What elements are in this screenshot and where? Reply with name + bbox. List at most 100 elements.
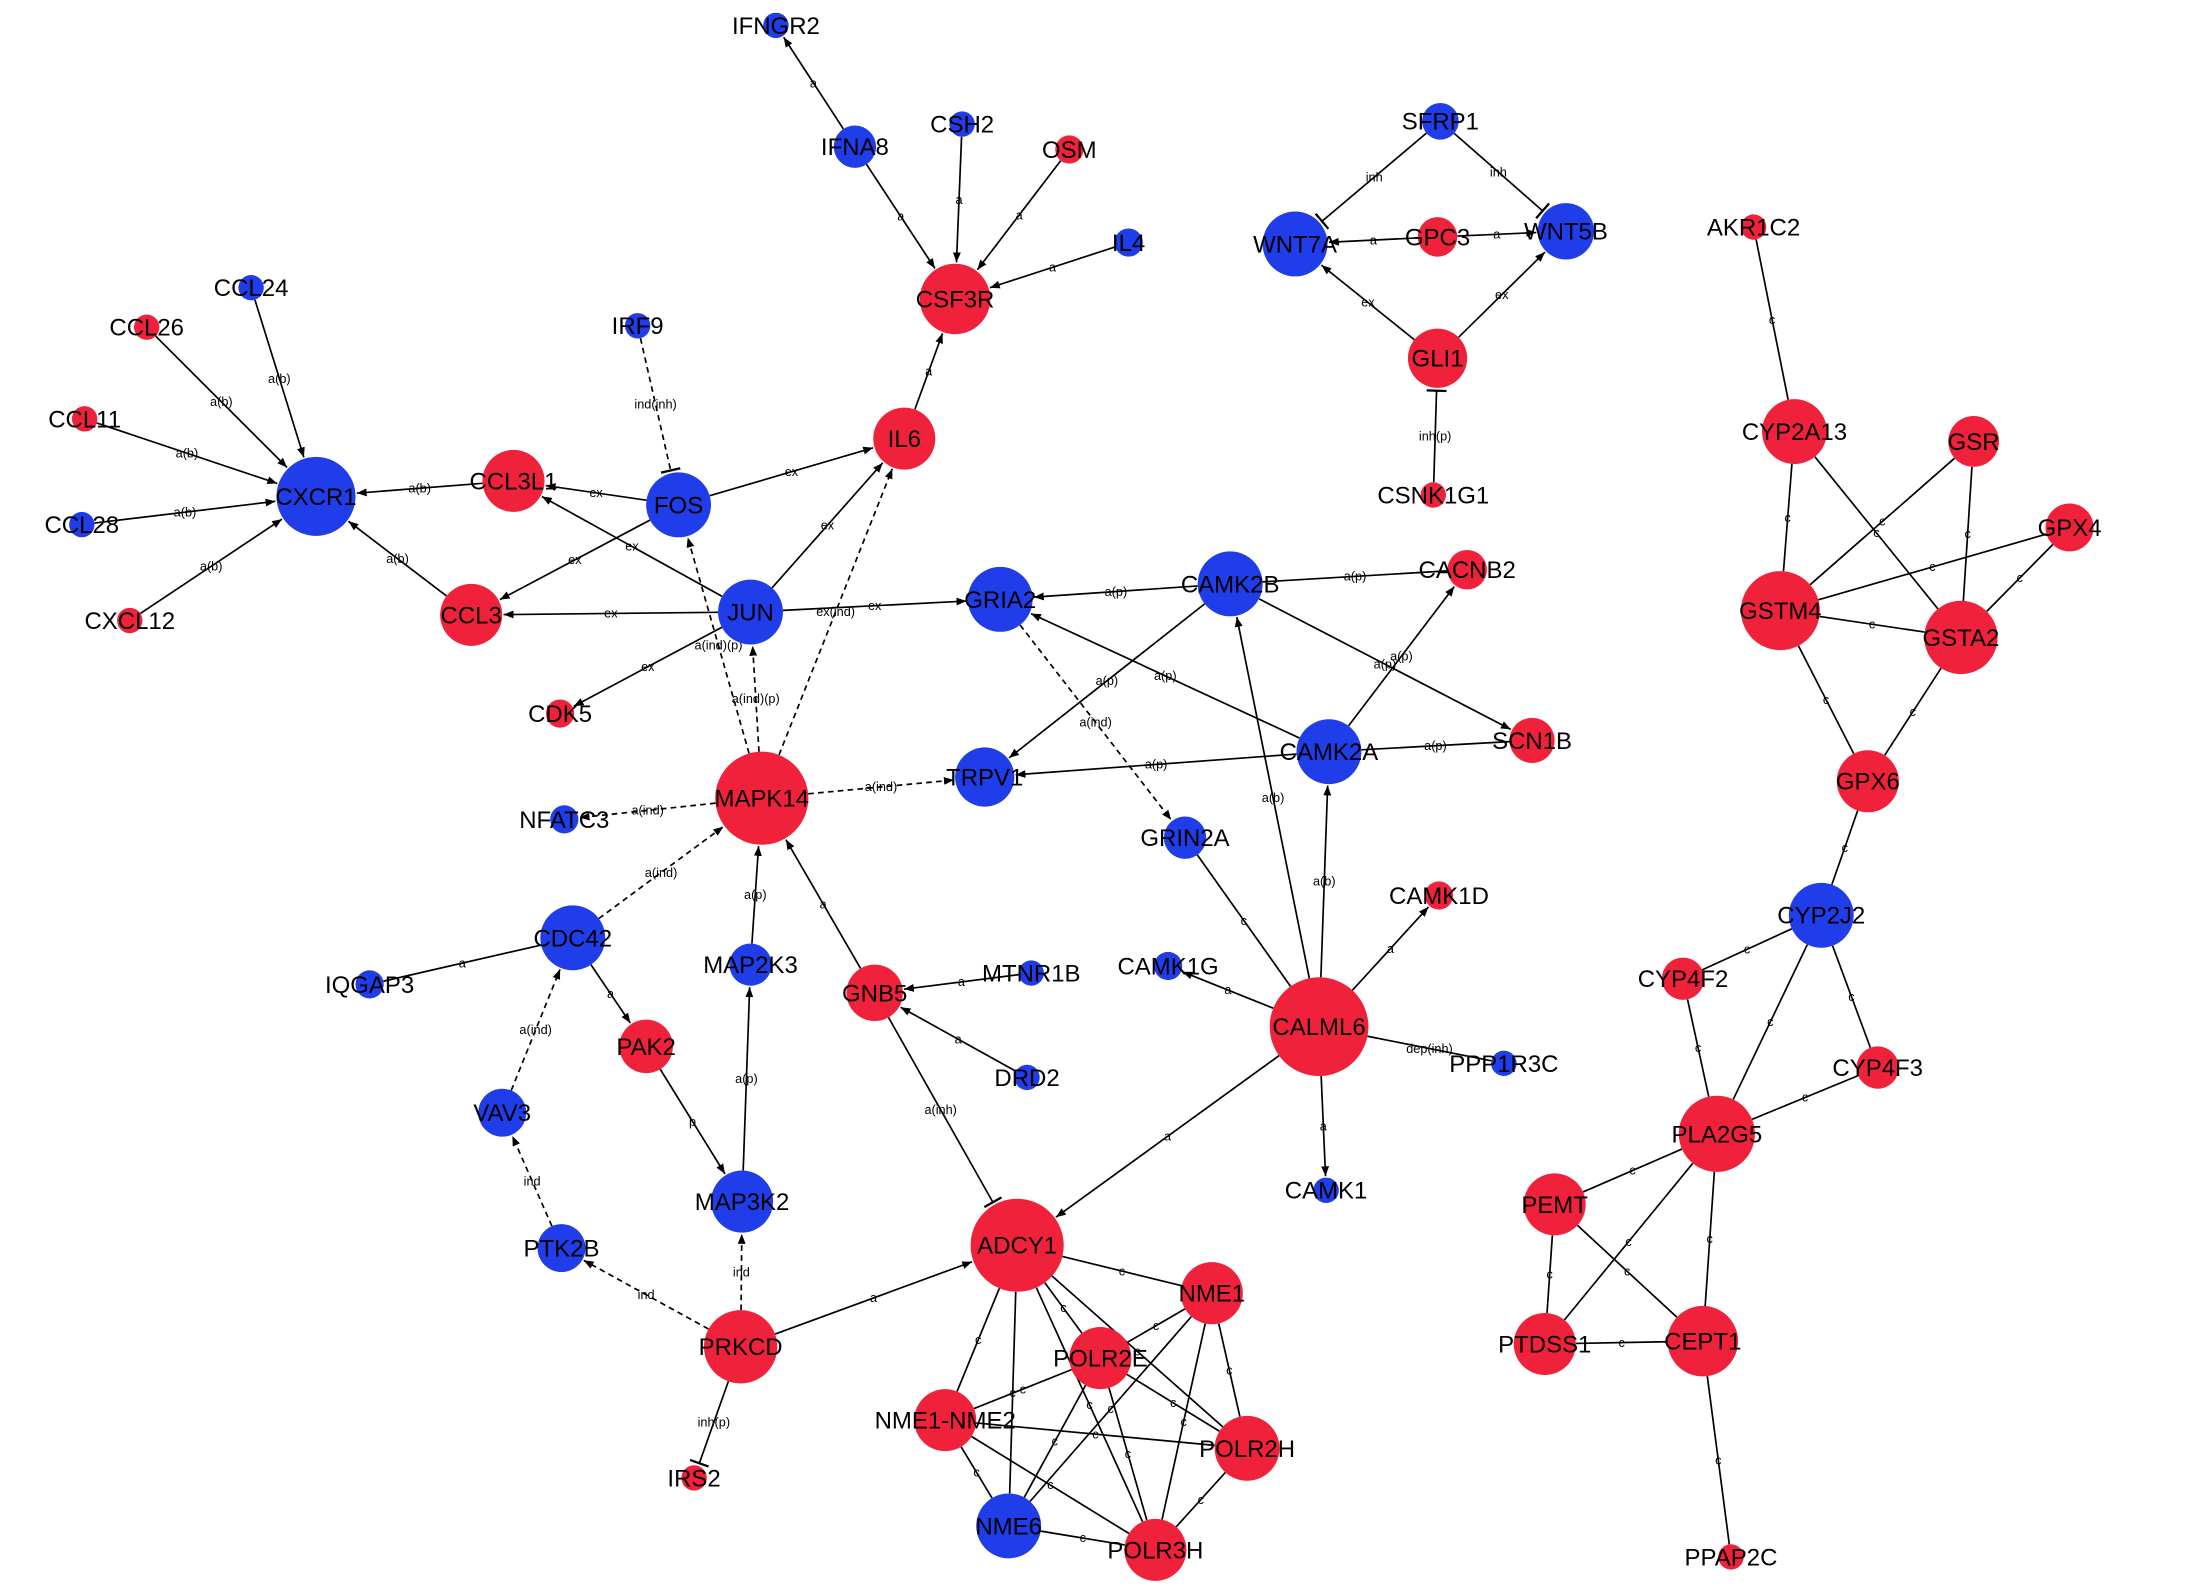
node-circle[interactable]: [846, 964, 903, 1022]
node-circle[interactable]: [478, 1088, 527, 1137]
node-gnb5[interactable]: GNB5: [842, 964, 907, 1022]
node-circle[interactable]: [1948, 416, 2000, 467]
node-wnt5b[interactable]: WNT5B: [1524, 203, 1608, 260]
node-circle[interactable]: [117, 607, 143, 634]
node-cept1[interactable]: CEPT1: [1664, 1305, 1741, 1377]
node-cacnb2[interactable]: CACNB2: [1419, 550, 1516, 590]
node-csnk1g1[interactable]: CSNK1G1: [1377, 482, 1489, 509]
node-irs2[interactable]: IRS2: [667, 1465, 721, 1492]
node-gsta2[interactable]: GSTA2: [1923, 600, 2000, 675]
node-circle[interactable]: [276, 456, 356, 536]
node-circle[interactable]: [619, 1019, 673, 1074]
node-camk2a[interactable]: CAMK2A: [1280, 719, 1379, 785]
node-ccl24[interactable]: CCL24: [214, 275, 289, 302]
node-ccl3[interactable]: CCL3: [440, 583, 503, 646]
node-gsr[interactable]: GSR: [1948, 416, 2000, 467]
node-circle[interactable]: [1069, 1327, 1132, 1390]
node-circle[interactable]: [967, 566, 1033, 632]
node-circle[interactable]: [1537, 203, 1595, 260]
node-gria2[interactable]: GRIA2: [964, 566, 1036, 632]
node-circle[interactable]: [646, 472, 712, 538]
node-vav3[interactable]: VAV3: [473, 1088, 531, 1137]
node-circle[interactable]: [1313, 1177, 1339, 1203]
node-gpx6[interactable]: GPX6: [1836, 750, 1900, 813]
node-gstm4[interactable]: GSTM4: [1739, 571, 1822, 651]
node-ppap2c[interactable]: PPAP2C: [1685, 1544, 1778, 1571]
node-circle[interactable]: [1269, 977, 1369, 1077]
node-circle[interactable]: [1740, 571, 1820, 651]
node-circle[interactable]: [1163, 816, 1207, 859]
node-circle[interactable]: [1836, 750, 1899, 813]
node-pak2[interactable]: PAK2: [616, 1019, 676, 1074]
node-circle[interactable]: [873, 407, 936, 470]
node-circle[interactable]: [1678, 1095, 1755, 1172]
node-circle[interactable]: [1740, 214, 1767, 240]
node-circle[interactable]: [1197, 551, 1263, 617]
node-circle[interactable]: [440, 583, 503, 646]
node-prkcd[interactable]: PRKCD: [699, 1310, 783, 1384]
node-cyp4f3[interactable]: CYP4F3: [1832, 1046, 1923, 1089]
node-osm[interactable]: OSM: [1042, 135, 1097, 164]
node-circle[interactable]: [681, 1465, 707, 1491]
node-circle[interactable]: [949, 111, 975, 137]
node-circle[interactable]: [1180, 1262, 1243, 1325]
node-calml6[interactable]: CALML6: [1269, 977, 1369, 1077]
node-circle[interactable]: [1788, 882, 1854, 948]
node-circle[interactable]: [624, 313, 651, 339]
node-trpv1[interactable]: TRPV1: [946, 747, 1023, 807]
node-pla2g5[interactable]: PLA2G5: [1672, 1095, 1763, 1172]
node-circle[interactable]: [1509, 717, 1555, 763]
node-circle[interactable]: [955, 747, 1015, 807]
node-circle[interactable]: [1523, 1173, 1586, 1236]
node-circle[interactable]: [1513, 1312, 1576, 1375]
node-circle[interactable]: [1262, 211, 1328, 277]
node-circle[interactable]: [69, 511, 95, 538]
node-circle[interactable]: [1153, 951, 1183, 981]
node-circle[interactable]: [1422, 102, 1459, 140]
node-cxcl12[interactable]: CXCL12: [84, 607, 175, 635]
node-circle[interactable]: [711, 1170, 774, 1233]
node-circle[interactable]: [1055, 135, 1084, 164]
node-grin2a[interactable]: GRIN2A: [1140, 816, 1230, 859]
node-gpx4[interactable]: GPX4: [2038, 503, 2102, 552]
node-circle[interactable]: [703, 1310, 778, 1384]
node-fos[interactable]: FOS: [646, 472, 712, 538]
node-nme1[interactable]: NME1: [1179, 1262, 1246, 1325]
node-sfrp1[interactable]: SFRP1: [1402, 102, 1479, 140]
node-camk1g[interactable]: CAMK1G: [1117, 951, 1219, 981]
node-irf9[interactable]: IRF9: [612, 313, 664, 340]
node-drd2[interactable]: DRD2: [994, 1064, 1060, 1092]
node-circle[interactable]: [1924, 600, 1998, 675]
node-circle[interactable]: [1417, 217, 1458, 257]
node-ifna8[interactable]: IFNA8: [821, 125, 889, 168]
node-mapk14[interactable]: MAPK14: [714, 751, 809, 845]
node-cdk5[interactable]: CDK5: [528, 699, 592, 728]
node-circle[interactable]: [715, 751, 809, 845]
node-circle[interactable]: [537, 1224, 586, 1273]
node-circle[interactable]: [1420, 482, 1447, 508]
node-iqgap3[interactable]: IQGAP3: [325, 970, 414, 999]
node-il4[interactable]: IL4: [1112, 228, 1145, 257]
node-circle[interactable]: [1718, 1544, 1744, 1570]
node-circle[interactable]: [1491, 1050, 1517, 1077]
node-circle[interactable]: [914, 1389, 977, 1452]
node-cyp2a13[interactable]: CYP2A13: [1742, 399, 1847, 464]
node-ppp1r3c[interactable]: PPP1R3C: [1449, 1050, 1558, 1078]
node-circle[interactable]: [1762, 399, 1827, 464]
node-circle[interactable]: [763, 12, 789, 39]
node-ccl3l1[interactable]: CCL3L1: [470, 449, 558, 512]
node-circle[interactable]: [238, 275, 264, 301]
node-ptk2b[interactable]: PTK2B: [524, 1224, 600, 1273]
node-polr2e[interactable]: POLR2E: [1053, 1327, 1148, 1390]
node-polr3h[interactable]: POLR3H: [1107, 1518, 1203, 1581]
node-nfatc3[interactable]: NFATC3: [519, 805, 609, 834]
node-cxcr1[interactable]: CXCR1: [275, 456, 357, 536]
node-adcy1[interactable]: ADCY1: [970, 1198, 1064, 1292]
node-circle[interactable]: [718, 579, 783, 645]
node-circle[interactable]: [1114, 228, 1143, 257]
node-wnt7a[interactable]: WNT7A: [1253, 211, 1337, 277]
node-circle[interactable]: [729, 943, 772, 986]
node-ptdss1[interactable]: PTDSS1: [1498, 1312, 1591, 1375]
node-circle[interactable]: [1407, 328, 1468, 388]
node-csh2[interactable]: CSH2: [930, 111, 994, 139]
